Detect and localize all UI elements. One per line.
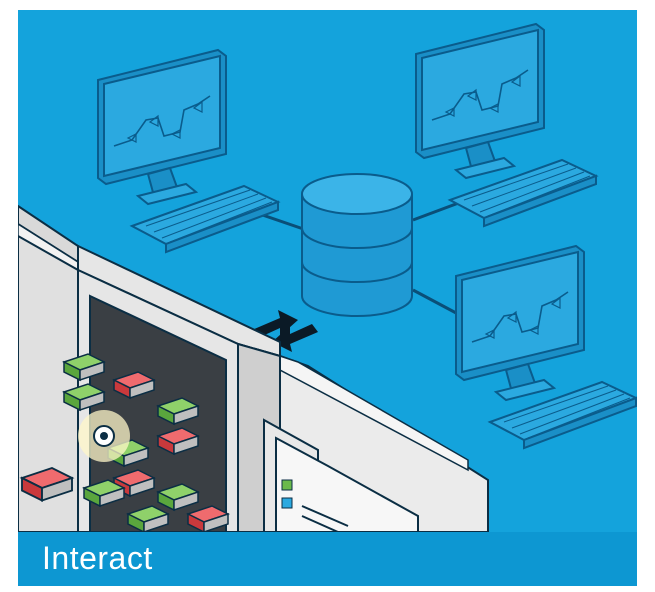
computer-monitor-icon [416, 24, 596, 226]
network-illustration [18, 10, 637, 532]
computer-monitor-icon [98, 50, 278, 252]
computer-monitor-icon [456, 246, 636, 448]
card-title: Interact [42, 540, 153, 577]
database-cylinder-icon [302, 174, 412, 316]
interact-card: Interact [18, 10, 637, 586]
caption-bar: Interact [18, 532, 637, 586]
glow-burst [78, 410, 130, 462]
